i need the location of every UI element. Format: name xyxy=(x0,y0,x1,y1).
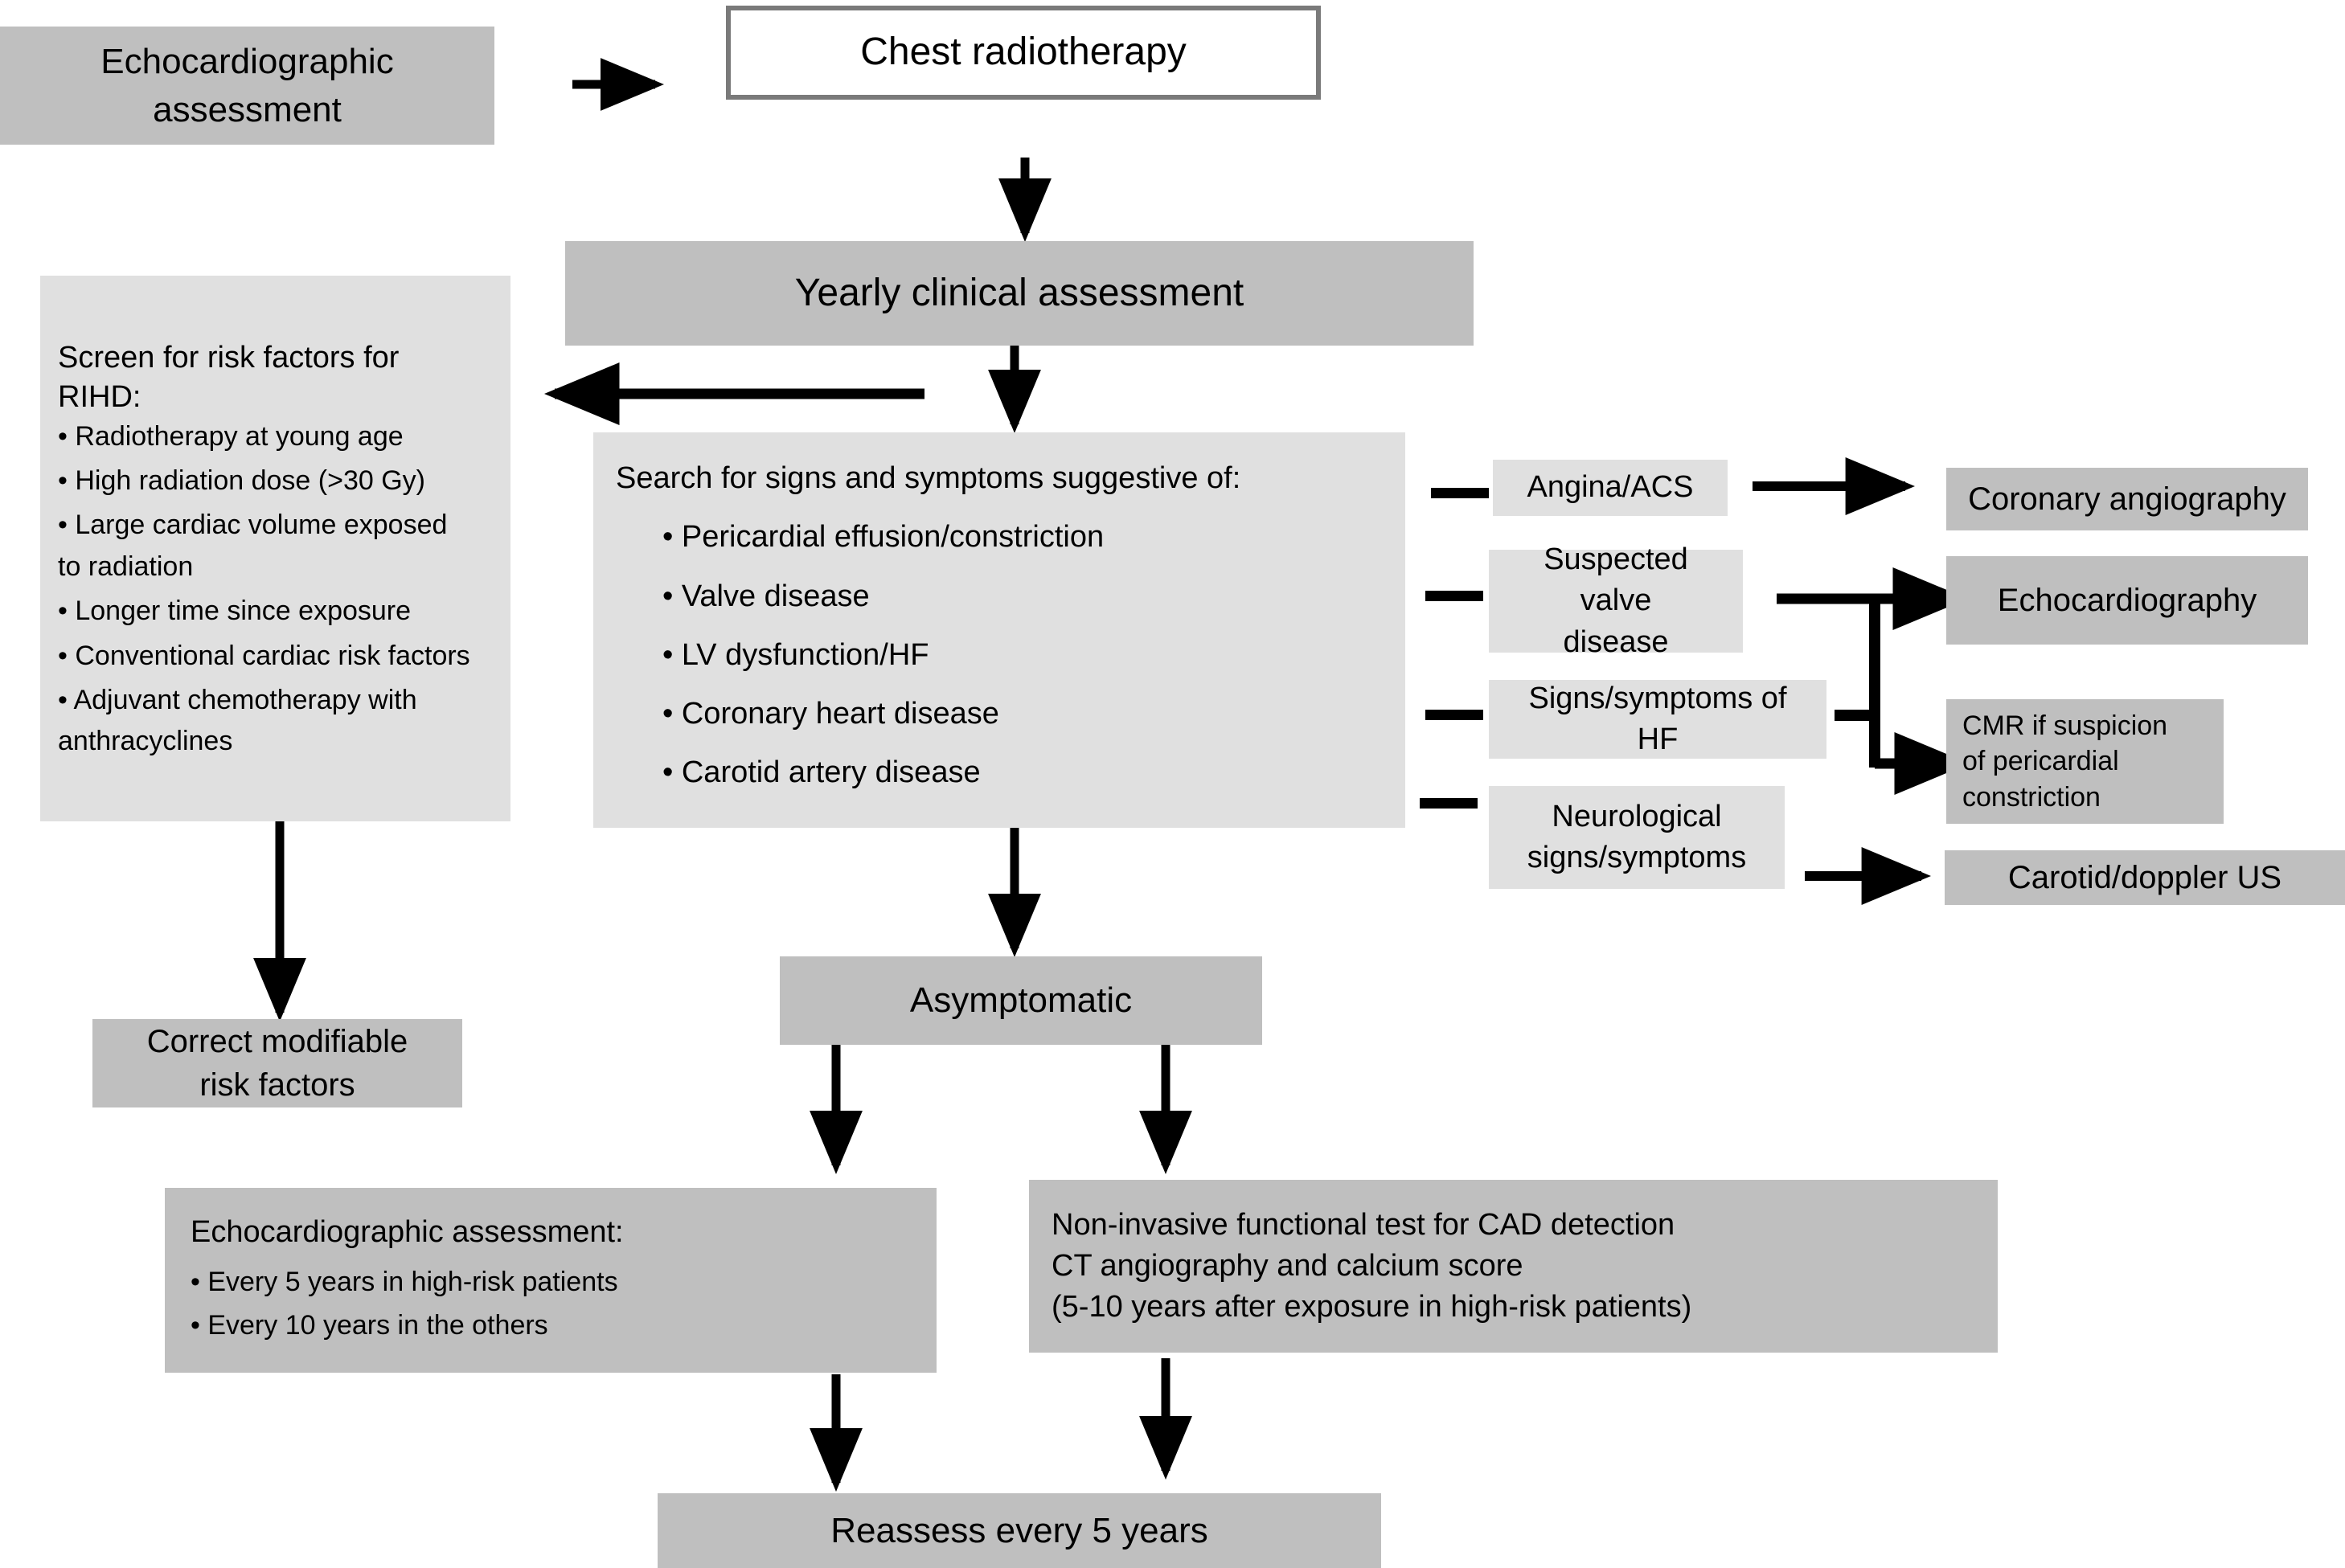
list-item: • Coronary heart disease xyxy=(662,697,999,731)
label-neurological-signs-symptoms[interactable]: Neurological signs/symptoms xyxy=(1489,786,1785,889)
label-angina-acs[interactable]: Angina/ACS xyxy=(1493,460,1728,516)
node-asymptomatic[interactable]: Asymptomatic xyxy=(780,956,1262,1045)
dash-connector-hf xyxy=(1425,710,1483,720)
node-label: Echocardiographic assessment xyxy=(100,42,394,129)
list-item: • Large cardiac volume exposed xyxy=(58,510,448,541)
node-echocardiography[interactable]: Echocardiography xyxy=(1946,556,2308,645)
list-item: • LV dysfunction/HF xyxy=(662,637,929,672)
echo-followup-heading: Echocardiographic assessment: xyxy=(191,1215,624,1249)
list-item: • Adjuvant chemotherapy with xyxy=(58,684,417,715)
node-echo-followup-schedule[interactable]: Echocardiographic assessment: • Every 5 … xyxy=(165,1188,937,1373)
list-item: • Pericardial effusion/constriction xyxy=(662,520,1105,555)
list-item: • Every 5 years in high-risk patients xyxy=(191,1267,618,1298)
node-reassess-every-5-years[interactable]: Reassess every 5 years xyxy=(658,1493,1381,1568)
node-screen-risk-factors[interactable]: Screen for risk factors for RIHD: • Radi… xyxy=(40,276,510,821)
node-label: Echocardiography xyxy=(1997,583,2257,618)
node-cad-detection-tests[interactable]: Non-invasive functional test for CAD det… xyxy=(1029,1180,1998,1353)
node-label: CMR if suspicion of pericardial constric… xyxy=(1962,710,2168,813)
dash-connector-angina xyxy=(1431,488,1489,498)
node-correct-modifiable-risk-factors[interactable]: Correct modifiable risk factors xyxy=(92,1019,462,1107)
list-item: • Conventional cardiac risk factors xyxy=(58,640,470,671)
list-item: • Every 10 years in the others xyxy=(191,1310,548,1341)
node-label: Yearly clinical assessment xyxy=(794,271,1244,314)
label-text: Angina/ACS xyxy=(1527,470,1694,505)
node-yearly-clinical-assessment[interactable]: Yearly clinical assessment xyxy=(565,241,1474,346)
label-suspected-valve-disease[interactable]: Suspected valve disease xyxy=(1489,542,1743,659)
list-item: anthracyclines xyxy=(58,726,233,757)
cad-line: Non-invasive functional test for CAD det… xyxy=(1052,1207,1675,1242)
node-label: Coronary angiography xyxy=(1968,481,2286,517)
label-signs-symptoms-hf[interactable]: Signs/symptoms of HF xyxy=(1489,680,1826,759)
list-item: • Carotid artery disease xyxy=(662,755,981,790)
cad-line: (5-10 years after exposure in high-risk … xyxy=(1052,1290,1692,1324)
list-item: • Longer time since exposure xyxy=(58,596,412,627)
search-list: • Pericardial effusion/constriction • Va… xyxy=(616,517,1104,798)
list-item: to radiation xyxy=(58,551,194,582)
list-item: • Valve disease xyxy=(662,579,870,613)
label-text: Suspected valve disease xyxy=(1544,542,1688,659)
node-label: Chest radiotherapy xyxy=(860,31,1187,74)
list-item: • High radiation dose (>30 Gy) xyxy=(58,465,425,496)
label-text: Neurological signs/symptoms xyxy=(1527,799,1747,874)
label-text: Signs/symptoms of HF xyxy=(1528,681,1787,756)
node-echocardiographic-assessment-top[interactable]: Echocardiographic assessment xyxy=(0,27,494,145)
echo-followup-list: • Every 5 years in high-risk patients • … xyxy=(191,1264,618,1349)
risk-factors-list: • Radiotherapy at young age • High radia… xyxy=(58,420,470,762)
search-heading: Search for signs and symptoms suggestive… xyxy=(616,461,1241,495)
node-label: Carotid/doppler US xyxy=(2007,860,2282,895)
node-carotid-doppler-us[interactable]: Carotid/doppler US xyxy=(1945,850,2345,905)
node-search-signs-symptoms[interactable]: Search for signs and symptoms suggestive… xyxy=(593,432,1405,828)
dash-connector-valve xyxy=(1425,591,1483,601)
node-chest-radiotherapy[interactable]: Chest radiotherapy xyxy=(726,6,1321,100)
cad-line: CT angiography and calcium score xyxy=(1052,1248,1523,1283)
node-label: Correct modifiable risk factors xyxy=(146,1024,408,1103)
risk-factors-heading: Screen for risk factors for RIHD: xyxy=(58,341,400,414)
node-cmr-pericardial-constriction[interactable]: CMR if suspicion of pericardial constric… xyxy=(1946,699,2224,824)
node-label: Reassess every 5 years xyxy=(830,1510,1208,1550)
node-coronary-angiography[interactable]: Coronary angiography xyxy=(1946,468,2308,530)
dash-connector-neuro xyxy=(1420,798,1478,809)
list-item: • Radiotherapy at young age xyxy=(58,420,404,452)
node-label: Asymptomatic xyxy=(909,981,1133,1021)
